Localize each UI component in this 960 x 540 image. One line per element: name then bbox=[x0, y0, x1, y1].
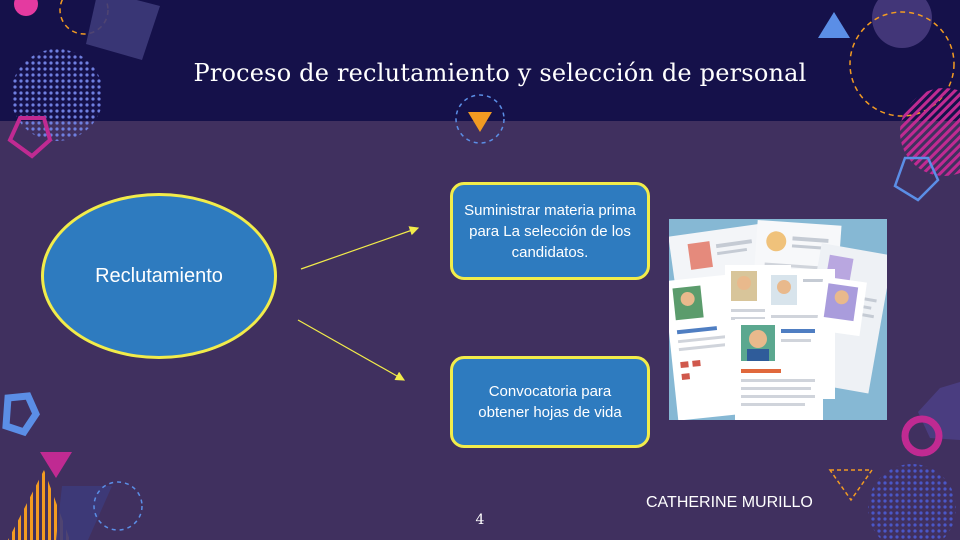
arrow-to-supply bbox=[300, 226, 420, 270]
page-number: 4 bbox=[475, 512, 485, 528]
deco-dotted-circle-right bbox=[868, 464, 956, 540]
deco-striped-triangle bbox=[8, 470, 70, 540]
resume-documents-illustration bbox=[669, 219, 887, 420]
job-call-box: Convocatoria para obtener hojas de vida bbox=[450, 356, 650, 448]
slide-title: Proceso de reclutamiento y selección de … bbox=[193, 59, 807, 87]
author-name: CATHERINE MURILLO bbox=[646, 494, 813, 511]
job-call-text: Convocatoria para obtener hojas de vida bbox=[478, 383, 622, 421]
supply-candidates-box: Suministrar materia prima para La selecc… bbox=[450, 182, 650, 280]
recruitment-label: Reclutamiento bbox=[95, 264, 223, 287]
arrow-to-call bbox=[297, 319, 406, 381]
resume-icon bbox=[669, 219, 887, 420]
supply-candidates-text: Suministrar materia prima para La selecc… bbox=[464, 201, 636, 261]
recruitment-oval: Reclutamiento bbox=[41, 193, 277, 359]
